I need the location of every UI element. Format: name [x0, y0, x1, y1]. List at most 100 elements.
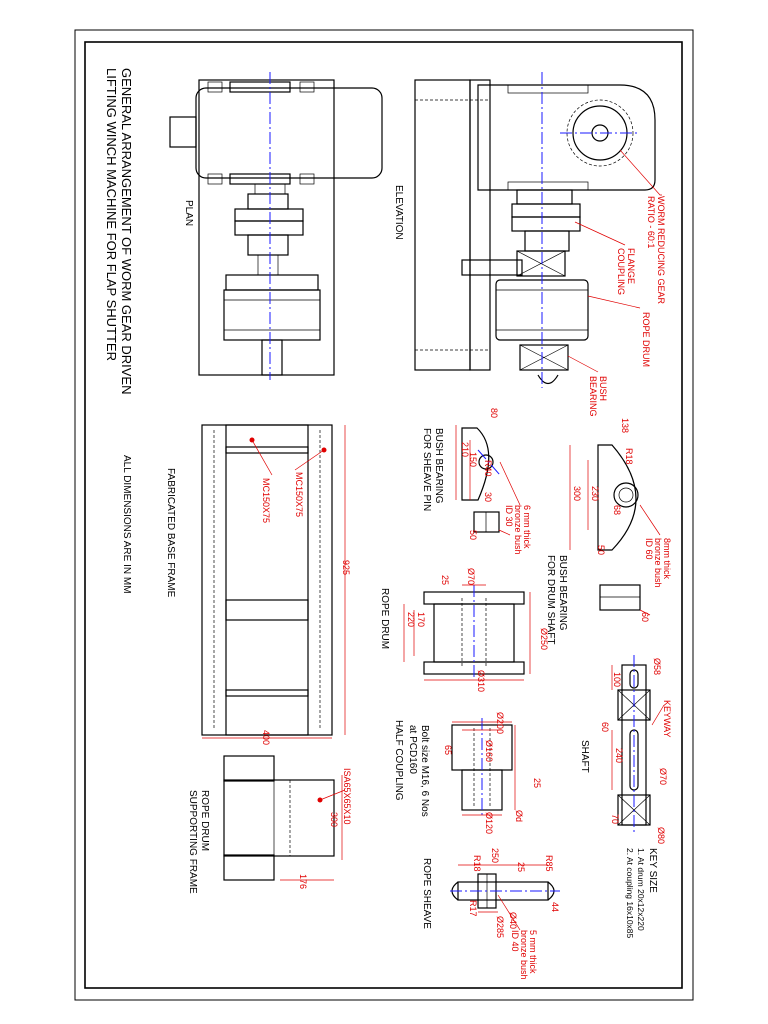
- dim-db-230: 230: [590, 486, 600, 501]
- plan-view: PLAN: [169, 72, 383, 380]
- callout-bush-2: BEARING: [588, 376, 598, 417]
- dim-rs-250: 250: [490, 848, 500, 863]
- dim-sh-80: Ø80: [656, 827, 666, 844]
- drum-bush-label-2: FOR DRUM SHAFT: [545, 555, 556, 644]
- dim-db-68: 68: [612, 505, 622, 515]
- drum-frame-label-1: ROPE DRUM: [199, 790, 210, 851]
- rope-drum-view: Ø70 25 170 220 Ø250 Ø310 ROPE DRUM: [379, 568, 549, 692]
- elevation-label: ELEVATION: [393, 185, 404, 240]
- callout-rope-drum: ROPE DRUM: [641, 312, 651, 367]
- key-size-item-2: 2. At coupling 16x10x85: [625, 848, 635, 939]
- dim-rd-250: Ø250: [539, 628, 549, 650]
- pulley-bush-note-2: bronze bush: [519, 930, 529, 980]
- drawing-title: GENERAL ARRANGEMENT OF WORM GEAR DRIVEN …: [104, 68, 134, 395]
- dim-sh-58: Ø58: [652, 658, 662, 675]
- dim-rd-70: Ø70: [466, 568, 476, 585]
- key-size-heading: KEY SIZE: [647, 848, 658, 893]
- callout-flange-2: COUPLING: [616, 248, 626, 295]
- dim-rs-40: Ø40: [508, 912, 518, 929]
- rope-sheave-label: ROPE SHEAVE: [421, 858, 432, 929]
- dim-rs-r18: R18: [472, 855, 482, 872]
- dim-db-r18: R18: [624, 448, 634, 465]
- dim-sb-80: 80: [489, 408, 499, 418]
- sheave-bush-label-1: BUSH BEARING: [433, 428, 444, 504]
- key-size-item-1: 1. At drum 20x12x220: [636, 848, 646, 931]
- dim-rd-220: 220: [406, 612, 416, 627]
- dim-db-50: 50: [596, 545, 606, 555]
- callout-worm-gear-1: WORM REDUCING GEAR: [656, 196, 666, 305]
- drum-bush-view: 138 R18 230 300 68 50 60 8mm thick bronz…: [545, 418, 672, 644]
- rope-sheave-view: R18 250 25 R85 44 R17 Ø285 Ø40 5 mm thic…: [421, 848, 560, 980]
- outer-border: [74, 29, 694, 1001]
- dim-db-300: 300: [572, 486, 582, 501]
- sheave-bush-label-2: FOR SHEAVE PIN: [421, 428, 432, 511]
- dim-rs-285: Ø285: [495, 916, 505, 938]
- callout-flange-1: FLANGE: [626, 248, 636, 284]
- inner-border: [84, 41, 683, 989]
- dim-rs-r17: R17: [468, 900, 478, 917]
- dim-hc-160: Ø160: [484, 740, 494, 762]
- dim-sb-50: 50: [468, 530, 478, 540]
- pulley-bush-note-3: ID 40: [510, 930, 520, 952]
- elevation-view: ELEVATION WORM REDUCING GEAR RATIO - 60:…: [393, 72, 666, 417]
- dim-rd-170: 170: [416, 612, 426, 627]
- dim-rs-25: 25: [516, 862, 526, 872]
- plan-label: PLAN: [183, 200, 194, 226]
- title-line-2: LIFTING WINCH MACHINE FOR FLAP SHUTTER: [104, 68, 119, 361]
- dim-frame-width: 400: [261, 730, 271, 745]
- dim-sh-70b: 70: [610, 814, 620, 824]
- dim-sh-100: 100: [612, 672, 622, 687]
- dim-hc-65: 65: [443, 745, 453, 755]
- pulley-bush-note-1: 5 mm thick: [528, 930, 538, 974]
- dim-frame-length: 925: [341, 560, 351, 575]
- dim-rd-25: 25: [440, 575, 450, 585]
- half-coupling-view: Ø200 Ø160 65 25 Ø120 Ød Bolt size M16, 6…: [393, 712, 542, 834]
- dim-sb-r40: R40: [483, 460, 493, 477]
- dim-db-138: 138: [620, 418, 630, 433]
- dim-hc-120: Ø120: [484, 812, 494, 834]
- shaft-view: Ø58 100 60 240 Ø70 70 Ø80 KEYWAY SHAFT: [579, 655, 672, 844]
- coupling-note-1: Bolt size M16, 6 Nos: [419, 725, 430, 817]
- drum-bush-note-2: bronze bush: [653, 538, 663, 588]
- mc-side-label: MC150X75: [261, 478, 271, 523]
- dim-rs-44: 44: [550, 902, 560, 912]
- callout-bush-1: BUSH: [598, 376, 608, 401]
- dim-sb-150: 150: [468, 452, 478, 467]
- dim-sb-30: 30: [483, 492, 493, 502]
- keyway-label: KEYWAY: [662, 700, 672, 738]
- dim-drum-frame-h: 176: [298, 874, 308, 889]
- dim-sh-60: 60: [600, 722, 610, 732]
- sheave-bush-view: 80 R40 150 210 30 50 6 mm thick bronze b…: [421, 408, 532, 555]
- drum-bush-label-1: BUSH BEARING: [557, 555, 568, 631]
- dim-drum-frame-w: 300: [329, 812, 339, 827]
- dim-db-60: 60: [640, 612, 650, 622]
- base-frame-label: FABRICATED BASE FRAME: [165, 468, 176, 598]
- dim-rs-r85: R85: [544, 855, 554, 872]
- dim-sh-70a: Ø70: [658, 768, 668, 785]
- drum-bush-note-1: 8mm thick: [662, 538, 672, 580]
- sheave-bush-note-2: bronze bush: [513, 505, 523, 555]
- shaft-label: SHAFT: [579, 740, 590, 773]
- title-line-1: GENERAL ARRANGEMENT OF WORM GEAR DRIVEN: [119, 68, 134, 395]
- coupling-note-2: at PCD160: [407, 725, 418, 774]
- dim-rd-310: Ø310: [476, 670, 486, 692]
- dim-hc-25: 25: [532, 778, 542, 788]
- drum-frame-view: ISA65X65X10 300 176 ROPE DRUM SUPPORTING…: [187, 755, 352, 894]
- base-frame-view: MC150X75 MC150X75 925 400 FABRICATED BAS…: [121, 424, 351, 745]
- sheave-bush-note-1: 6 mm thick: [522, 505, 532, 549]
- dimensions-note: ALL DIMENSIONS ARE IN MM: [121, 455, 132, 594]
- rope-drum-label: ROPE DRUM: [379, 588, 390, 649]
- dim-sb-210: 210: [460, 442, 470, 457]
- drum-frame-label-2: SUPPORTING FRAME: [187, 790, 198, 894]
- dim-hc-200: Ø200: [495, 712, 505, 734]
- dim-hc-d: Ød: [514, 810, 524, 822]
- half-coupling-label: HALF COUPLING: [393, 720, 404, 801]
- sheave-bush-note-3: ID 30: [504, 505, 514, 527]
- isa-label: ISA65X65X10: [342, 768, 352, 825]
- key-size-note: KEY SIZE 1. At drum 20x12x220 2. At coup…: [625, 848, 658, 939]
- mc-top-label: MC150X75: [294, 472, 304, 517]
- dim-sh-240: 240: [614, 748, 624, 763]
- callout-worm-gear-2: RATIO - 60:1: [646, 196, 656, 248]
- drum-bush-note-3: ID 60: [644, 538, 654, 560]
